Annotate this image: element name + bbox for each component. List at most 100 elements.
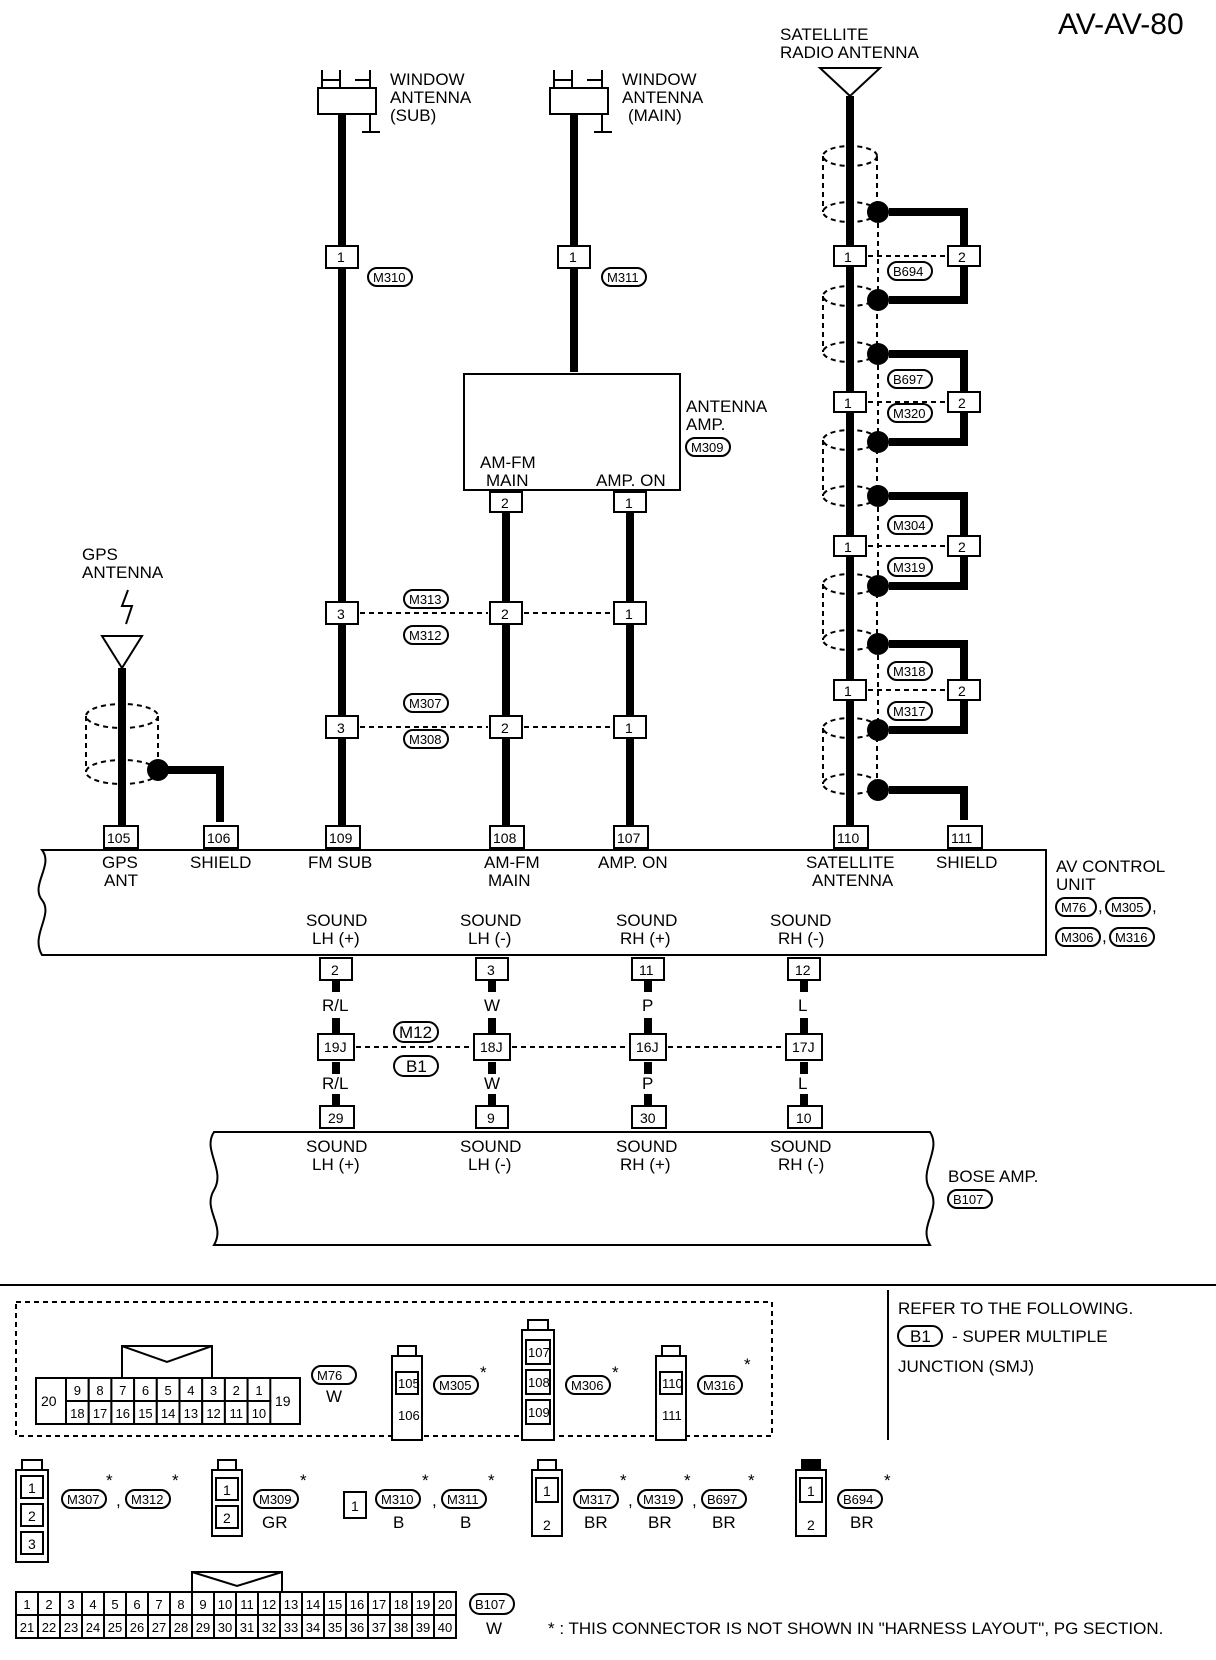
svg-text:12: 12: [795, 962, 811, 978]
svg-text:M76: M76: [317, 1368, 342, 1383]
svg-text:18J: 18J: [480, 1039, 503, 1055]
svg-text:RH (-): RH (-): [778, 929, 824, 948]
pin-number: 16: [350, 1597, 364, 1612]
pin-number: 37: [372, 1620, 386, 1635]
svg-text:1: 1: [351, 1498, 359, 1514]
svg-text:B697: B697: [893, 372, 923, 387]
pin-number: 15: [138, 1406, 152, 1421]
svg-text:2: 2: [501, 606, 509, 622]
pin-number: 10: [218, 1597, 232, 1612]
window-antenna-main: WINDOW ANTENNA (MAIN): [549, 70, 704, 133]
pin-number: 5: [111, 1597, 118, 1612]
connector-m306-face: 107 108 109: [521, 1319, 555, 1441]
svg-text:1: 1: [625, 606, 633, 622]
svg-text:105: 105: [398, 1376, 420, 1391]
svg-text:111: 111: [951, 830, 972, 846]
pin-number: 2: [45, 1597, 52, 1612]
svg-text:M309: M309: [259, 1492, 292, 1507]
pin-number: 33: [284, 1620, 298, 1635]
pin-number: 19: [416, 1597, 430, 1612]
svg-text:SOUND: SOUND: [770, 911, 831, 930]
svg-text:*: *: [480, 1363, 487, 1382]
pin-number: 7: [155, 1597, 162, 1612]
svg-text:M309: M309: [691, 440, 724, 455]
svg-text:M317: M317: [579, 1492, 612, 1507]
pin-number: 11: [230, 1406, 244, 1421]
pin-number: 13: [184, 1406, 198, 1421]
svg-text:30: 30: [640, 1110, 656, 1126]
svg-text:11: 11: [639, 962, 654, 978]
svg-text:9: 9: [487, 1110, 495, 1126]
svg-text:AMP. ON: AMP. ON: [596, 471, 666, 490]
svg-text:SOUND: SOUND: [770, 1137, 831, 1156]
pin-number: 7: [119, 1383, 126, 1398]
pin-number: 27: [152, 1620, 166, 1635]
svg-text:1: 1: [844, 249, 852, 265]
svg-text:M312: M312: [131, 1492, 164, 1507]
pin-number: 1: [23, 1597, 30, 1612]
svg-text:1: 1: [625, 720, 633, 736]
svg-text:AM-FM: AM-FM: [484, 853, 540, 872]
svg-text:LH (-): LH (-): [468, 929, 511, 948]
svg-text:M319: M319: [643, 1492, 676, 1507]
svg-text:2: 2: [543, 1517, 551, 1533]
svg-text:*: *: [106, 1471, 113, 1490]
connector-b694-face: 1 2: [795, 1459, 827, 1537]
pin-number: 4: [187, 1383, 194, 1398]
svg-text:AM-FM: AM-FM: [480, 453, 536, 472]
pin-number: 35: [328, 1620, 342, 1635]
pin-number: 11: [240, 1597, 254, 1612]
pin-number: 29: [196, 1620, 210, 1635]
pin-cell: [433, 1614, 457, 1639]
pin-number: 10: [252, 1406, 266, 1421]
svg-text:1: 1: [844, 539, 852, 555]
svg-text:M305: M305: [1111, 900, 1144, 915]
pin-number: 38: [394, 1620, 408, 1635]
svg-text:LH (+): LH (+): [312, 929, 360, 948]
svg-text:GPS: GPS: [82, 545, 118, 564]
pin-number: 39: [416, 1620, 430, 1635]
pin-number: 3: [210, 1383, 217, 1398]
pin-number: 25: [108, 1620, 122, 1635]
svg-text:B1: B1: [406, 1057, 427, 1076]
svg-text:1: 1: [569, 249, 577, 265]
svg-text:M316: M316: [703, 1378, 736, 1393]
svg-text:17J: 17J: [792, 1039, 815, 1055]
svg-text:GR: GR: [262, 1513, 288, 1532]
connector-m309-face: 1 2: [211, 1459, 243, 1537]
pin-number: 30: [218, 1620, 232, 1635]
svg-text:M318: M318: [893, 664, 926, 679]
svg-text:19J: 19J: [324, 1039, 347, 1055]
svg-text:1: 1: [223, 1482, 231, 1498]
bose-amp: SOUND LH (+) SOUND LH (-) SOUND RH (+) S…: [209, 1131, 1038, 1246]
svg-text:16J: 16J: [636, 1039, 659, 1055]
svg-text:105: 105: [107, 830, 131, 846]
svg-text:M312: M312: [409, 628, 442, 643]
pin-number: 21: [20, 1620, 34, 1635]
svg-text:,: ,: [1098, 897, 1103, 916]
pin-number: 2: [233, 1383, 240, 1398]
svg-text:ANTENNA: ANTENNA: [686, 397, 768, 416]
satellite-shield: [822, 145, 968, 820]
svg-text:1: 1: [625, 495, 633, 511]
pin-number: 17: [372, 1597, 386, 1612]
connector-m305-face: 105 106: [391, 1345, 423, 1441]
pin-number: 32: [262, 1620, 276, 1635]
svg-text:,: ,: [692, 1491, 697, 1510]
pin-number: 3: [67, 1597, 74, 1612]
svg-text:M313: M313: [409, 592, 442, 607]
pin-number: 9: [74, 1383, 81, 1398]
svg-text:106: 106: [207, 830, 231, 846]
svg-text:ANT: ANT: [104, 871, 138, 890]
svg-text:3: 3: [337, 720, 345, 736]
svg-text:SOUND: SOUND: [460, 1137, 521, 1156]
svg-text:*: *: [744, 1355, 751, 1374]
svg-text:2: 2: [958, 683, 966, 699]
svg-text:SHIELD: SHIELD: [936, 853, 997, 872]
svg-text:*: *: [612, 1363, 619, 1382]
svg-text:M317: M317: [893, 704, 926, 719]
svg-text:2: 2: [958, 539, 966, 555]
footnote: * : THIS CONNECTOR IS NOT SHOWN IN "HARN…: [548, 1619, 1163, 1638]
